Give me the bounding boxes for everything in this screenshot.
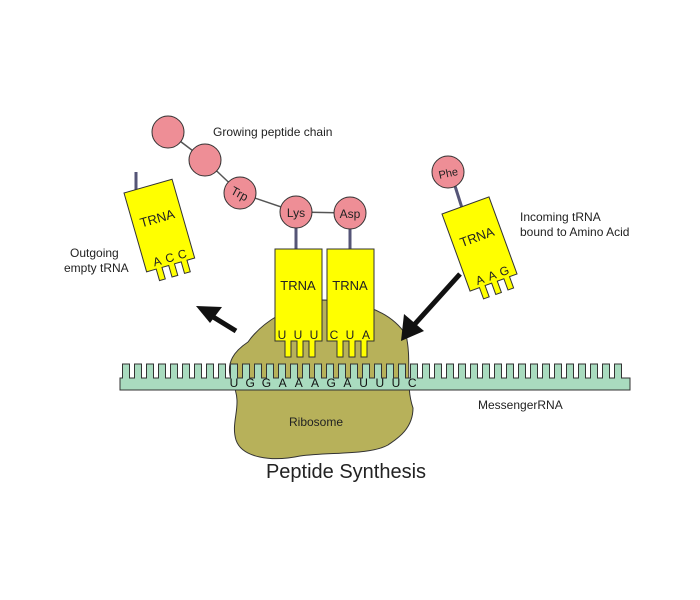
- arrow-outgoing: [196, 306, 238, 334]
- growing-chain-label: Growing peptide chain: [213, 125, 332, 139]
- mrna-base: U: [230, 376, 239, 390]
- amino-acid-phe: Phe: [431, 155, 465, 189]
- amino-acid-lys-label: Lys: [287, 206, 305, 220]
- arrow-incoming: [401, 272, 462, 341]
- trna-outgoing: TRNA A C C: [123, 178, 196, 282]
- trna-middle-left-base-2: U: [294, 328, 303, 342]
- mrna-base: A: [343, 376, 351, 390]
- amino-acid-lys: Lys: [279, 195, 313, 229]
- trna-middle-left-base-1: U: [278, 328, 287, 342]
- mrna-base: G: [327, 376, 336, 390]
- trna-middle-right: TRNA C U A: [326, 248, 375, 358]
- trna-incoming-base-3: G: [498, 263, 512, 279]
- stem-incoming: [453, 185, 464, 209]
- trna-middle-right-label: TRNA: [332, 278, 368, 293]
- trna-outgoing-base-1: A: [151, 254, 163, 270]
- trna-middle-left-label: TRNA: [280, 278, 316, 293]
- mrna-base: C: [408, 376, 417, 390]
- mrna-base: A: [311, 376, 319, 390]
- mrna-base: A: [295, 376, 303, 390]
- amino-acid-asp: Asp: [333, 196, 367, 230]
- outgoing-label-line1: Outgoing: [70, 246, 119, 260]
- amino-acid-trp: Trp: [223, 176, 257, 210]
- mrna-base: U: [375, 376, 384, 390]
- trna-incoming: TRNA A A G: [441, 196, 518, 300]
- mrna-strand: [119, 363, 631, 391]
- ribosome-label: Ribosome: [289, 415, 343, 429]
- outgoing-label-line2: empty tRNA: [64, 261, 129, 275]
- amino-acid-asp-label: Asp: [340, 207, 361, 221]
- amino-acid-phe-label: Phe: [438, 166, 460, 182]
- trna-middle-right-base-1: C: [330, 328, 339, 342]
- incoming-label-line1: Incoming tRNA: [520, 210, 601, 224]
- mrna-label: MessengerRNA: [478, 398, 563, 412]
- trna-outgoing-base-2: C: [164, 250, 177, 266]
- trna-middle-right-base-3: A: [362, 328, 370, 342]
- amino-acid-circle-2: [188, 143, 222, 177]
- page-title: Peptide Synthesis: [266, 461, 426, 483]
- trna-middle-right-base-2: U: [346, 328, 355, 342]
- trna-outgoing-base-3: C: [176, 246, 189, 262]
- trna-middle-left: TRNA U U U: [274, 248, 323, 358]
- mrna-base: U: [392, 376, 401, 390]
- mrna-base: A: [279, 376, 287, 390]
- trna-middle-left-base-3: U: [310, 328, 319, 342]
- incoming-label-line2: bound to Amino Acid: [520, 225, 629, 239]
- mrna-base: G: [262, 376, 271, 390]
- mrna-base: G: [246, 376, 255, 390]
- amino-acid-circle-1: [151, 115, 185, 149]
- mrna-base: U: [359, 376, 368, 390]
